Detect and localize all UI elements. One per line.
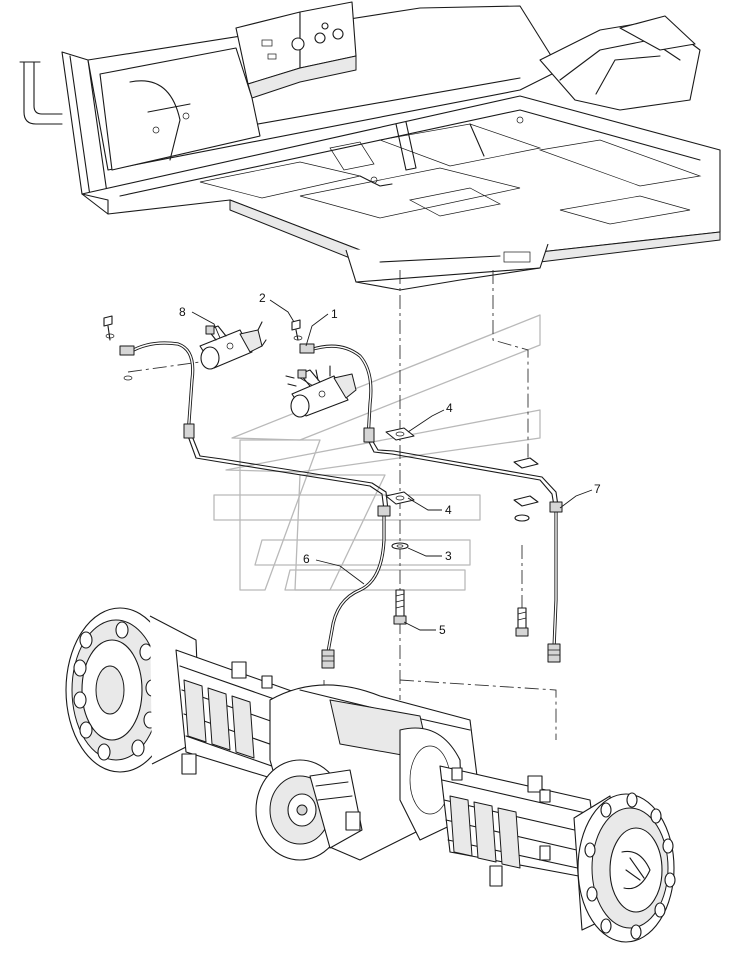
callout-2: 2 [259, 291, 266, 305]
valve-1 [290, 365, 357, 418]
callout-3: 3 [445, 549, 452, 563]
callout-4-upper: 4 [446, 401, 453, 415]
callout-4-lower: 4 [445, 503, 452, 517]
rigid-pipe-right [367, 439, 555, 507]
fasteners-upper [103, 315, 303, 387]
callout-6: 6 [303, 552, 310, 566]
callout-leaders [191, 299, 593, 631]
chassis-frame [19, 1, 721, 291]
hose-upper-left [128, 341, 195, 438]
callout-5: 5 [439, 623, 446, 637]
callout-labels: 8 2 1 4 4 3 5 6 7 [179, 291, 601, 637]
hose-6 [326, 510, 386, 654]
callout-8: 8 [179, 305, 186, 319]
clamps-and-bolts [385, 427, 539, 637]
valve-8 [199, 321, 267, 370]
brake-line-assembly [119, 341, 563, 669]
callout-7: 7 [594, 482, 601, 496]
axle-assembly [65, 607, 676, 943]
rigid-pipe-left [187, 435, 385, 511]
callout-1: 1 [331, 307, 338, 321]
